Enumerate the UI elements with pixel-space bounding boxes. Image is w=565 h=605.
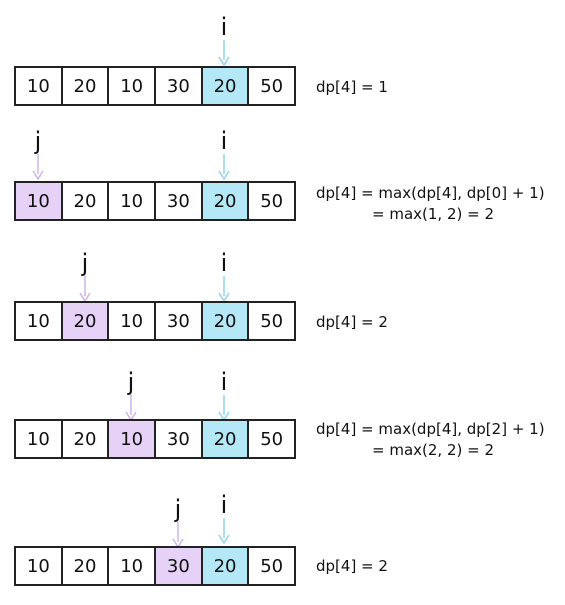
pointer-j: j bbox=[158, 496, 198, 548]
array-cell: 10 bbox=[109, 548, 157, 584]
pointer-j-label: j bbox=[127, 368, 135, 396]
down-arrow-icon bbox=[172, 522, 184, 548]
pointer-j-label: j bbox=[34, 127, 42, 155]
array-cell: 30 bbox=[156, 303, 203, 339]
array-cell: 10 bbox=[16, 303, 63, 339]
down-arrow-icon bbox=[218, 395, 230, 421]
formula-line-2: = max(1, 2) = 2 bbox=[372, 205, 494, 223]
array-cell: 10 bbox=[109, 303, 157, 339]
array-cell: 30 bbox=[156, 183, 203, 219]
down-arrow-icon bbox=[218, 154, 230, 180]
formula-line: dp[4] = 2 bbox=[316, 313, 388, 331]
pointer-i-label: i bbox=[220, 249, 228, 277]
array-cell: 20 bbox=[63, 421, 110, 457]
array-cell-i: 20 bbox=[202, 548, 250, 584]
pointer-i-label: i bbox=[220, 368, 228, 396]
array-cell-j: 10 bbox=[16, 183, 63, 219]
formula-line: dp[4] = 2 bbox=[316, 557, 388, 575]
array-cell: 10 bbox=[109, 68, 157, 104]
array-cell: 10 bbox=[16, 421, 63, 457]
down-arrow-icon bbox=[218, 518, 230, 544]
pointer-j: j bbox=[111, 369, 151, 421]
pointer-i: i bbox=[204, 128, 244, 180]
down-arrow-icon bbox=[218, 276, 230, 302]
array-cell: 50 bbox=[260, 75, 284, 97]
array-cell: 20 bbox=[63, 68, 110, 104]
pointer-i: i bbox=[204, 250, 244, 302]
array-cell-i: 20 bbox=[202, 303, 250, 339]
array-cell: 10 bbox=[16, 68, 63, 104]
formula-line-2: = max(2, 2) = 2 bbox=[372, 441, 494, 459]
array: 10 20 10 30 20 50 bbox=[14, 181, 296, 221]
pointer-i-label: i bbox=[220, 13, 228, 41]
array-cell-j: 10 bbox=[109, 421, 157, 457]
pointer-i: i bbox=[204, 14, 244, 66]
pointer-i-label: i bbox=[220, 127, 228, 155]
pointer-i-label: i bbox=[220, 491, 228, 519]
down-arrow-icon bbox=[79, 276, 91, 302]
array: 10 20 10 30 20 50 bbox=[14, 546, 296, 586]
formula-line: dp[4] = 1 bbox=[316, 78, 388, 96]
array-cell-j: 30 bbox=[156, 548, 203, 584]
pointer-i: i bbox=[204, 492, 244, 544]
array-cell: 50 bbox=[260, 428, 284, 450]
down-arrow-icon bbox=[218, 40, 230, 66]
pointer-i: i bbox=[204, 369, 244, 421]
pointer-j-label: j bbox=[81, 249, 89, 277]
array-cell: 20 bbox=[63, 548, 110, 584]
array-cell: 10 bbox=[16, 548, 63, 584]
array-cell: 10 bbox=[109, 183, 157, 219]
array: 10 20 10 30 20 50 bbox=[14, 301, 296, 341]
array-cell-j: 20 bbox=[62, 303, 110, 339]
array: 10 20 10 30 20 50 bbox=[14, 66, 296, 106]
array-cell: 50 bbox=[260, 555, 284, 577]
array-cell-i: 20 bbox=[202, 421, 250, 457]
down-arrow-icon bbox=[32, 154, 44, 180]
pointer-j: j bbox=[18, 128, 58, 180]
array-cell: 20 bbox=[63, 183, 110, 219]
formula-line: dp[4] = max(dp[4], dp[2] + 1) bbox=[316, 420, 545, 438]
array: 10 20 10 30 20 50 bbox=[14, 419, 296, 459]
array-cell-i: 20 bbox=[202, 68, 250, 104]
pointer-j-label: j bbox=[174, 495, 182, 523]
array-cell: 30 bbox=[156, 421, 203, 457]
array-cell: 50 bbox=[260, 310, 284, 332]
array-cell: 30 bbox=[156, 68, 203, 104]
down-arrow-icon bbox=[125, 395, 137, 421]
array-cell-i: 20 bbox=[202, 183, 250, 219]
formula-line: dp[4] = max(dp[4], dp[0] + 1) bbox=[316, 184, 545, 202]
array-cell: 50 bbox=[260, 190, 284, 212]
pointer-j: j bbox=[65, 250, 105, 302]
